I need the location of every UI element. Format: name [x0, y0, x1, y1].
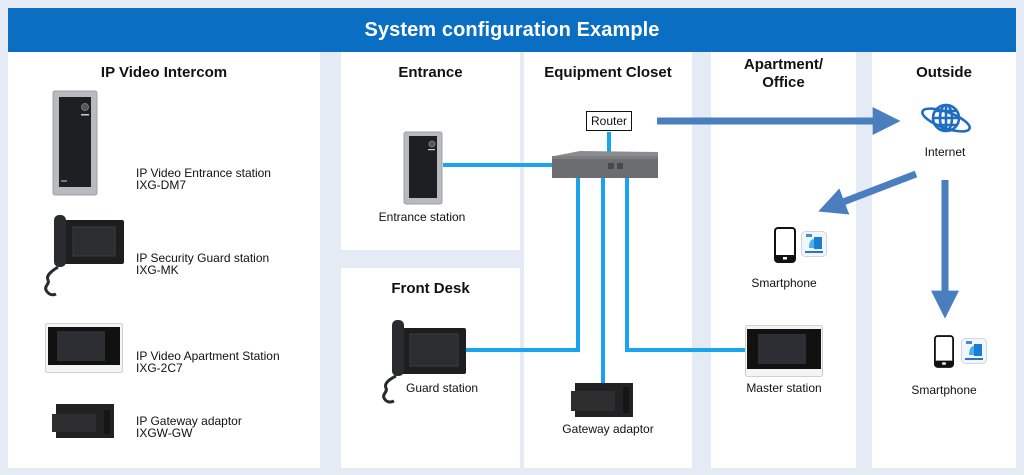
guard-station-icon	[44, 215, 124, 297]
catalog-item-entrance-name: IP Video Entrance station	[136, 166, 271, 180]
internet-globe-icon	[921, 103, 971, 133]
guard-station-device	[382, 320, 466, 404]
network-hub-icon	[552, 151, 658, 178]
gateway-adaptor-device	[571, 383, 633, 417]
apartment-smartphone-label: Smartphone	[751, 276, 817, 290]
catalog-item-apartment-model: IXG-2C7	[136, 361, 183, 375]
outside-smartphone-label: Smartphone	[911, 383, 977, 397]
smartphone-icon	[774, 227, 796, 263]
intercom-app-icon	[801, 231, 827, 257]
entrance-station-label: Entrance station	[378, 210, 466, 224]
router-label: Router	[590, 114, 628, 128]
gateway-adaptor-label: Gateway adaptor	[562, 422, 654, 436]
catalog-item-entrance-model: IXG-DM7	[136, 178, 187, 192]
panel-title-entrance: Entrance	[398, 64, 463, 81]
panel-title-apartment-line1: Apartment/	[743, 56, 824, 73]
gateway-adaptor-icon	[52, 404, 114, 438]
catalog-item-guard-name: IP Security Guard station	[136, 251, 270, 265]
title-bar: System configuration Example	[8, 8, 1016, 52]
diagram-title: System configuration Example	[364, 18, 660, 41]
catalog-item-gateway-model: IXGW-GW	[136, 426, 193, 440]
entrance-station-icon	[52, 90, 98, 196]
catalog-item-apartment-name: IP Video Apartment Station	[136, 349, 280, 363]
apartment-station-icon	[45, 323, 123, 373]
outside-intercom-app-icon	[961, 338, 987, 364]
catalog-item-guard-model: IXG-MK	[136, 263, 179, 277]
master-station-device	[745, 325, 823, 377]
entrance-station-device	[403, 131, 443, 205]
catalog-item-gateway-name: IP Gateway adaptor	[136, 414, 242, 428]
panel-title-outside: Outside	[916, 64, 972, 81]
internet-label: Internet	[924, 145, 966, 159]
panel-title-equipment-closet: Equipment Closet	[544, 64, 672, 81]
panel-title-apartment-line2: Office	[762, 74, 805, 91]
panel-title-ip-video-intercom: IP Video Intercom	[100, 64, 228, 81]
panel-title-front-desk: Front Desk	[391, 280, 470, 297]
master-station-label: Master station	[746, 381, 822, 395]
router-box: Router	[586, 111, 632, 131]
guard-station-label: Guard station	[406, 381, 479, 395]
outside-smartphone-icon	[934, 335, 954, 368]
